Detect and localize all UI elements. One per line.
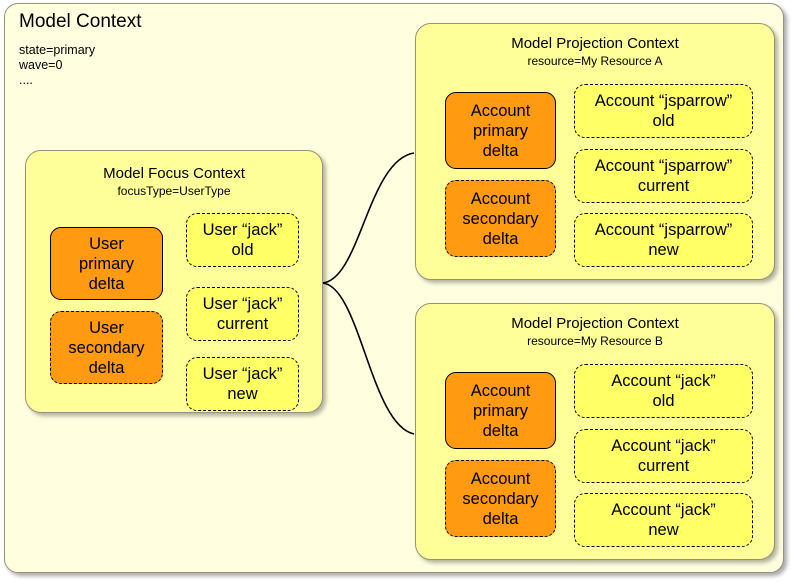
focus-primary-delta-line1: User (89, 234, 124, 253)
projection-b-state-current-line1: Account “jack” (611, 437, 716, 455)
focus-state-old-node[interactable]: User “jack” old (186, 213, 299, 267)
projection-b-state-current-node[interactable]: Account “jack” current (574, 429, 753, 483)
projection-b-state-new-line2: new (648, 521, 679, 539)
focus-secondary-delta-node[interactable]: User secondary delta (50, 311, 163, 384)
projection-a-state-old-line2: old (652, 112, 675, 130)
projection-a-secondary-delta-node[interactable]: Account secondary delta (445, 180, 556, 257)
projection-a-secondary-delta-line2: secondary (462, 209, 539, 228)
projection-a-state-new-line2: new (648, 241, 679, 259)
projection-a-primary-delta-node[interactable]: Account primary delta (445, 92, 556, 169)
projection-a-state-old-line1: Account “jsparrow” (594, 92, 733, 110)
focus-context-title: Model Focus Context (103, 165, 245, 182)
projection-b-state-new-node[interactable]: Account “jack” new (574, 493, 753, 547)
projection-a-primary-delta-line1: Account (470, 101, 531, 120)
model-focus-context-panel: Model Focus Context focusType=UserType U… (25, 150, 323, 413)
projection-a-state-current-line2: current (637, 177, 690, 195)
focus-primary-delta-line2: primary (78, 254, 134, 273)
model-context-title: Model Context (19, 11, 142, 32)
focus-state-old-line2: old (231, 241, 254, 259)
focus-state-current-node[interactable]: User “jack” current (186, 287, 299, 341)
model-context-properties: state=primary wave=0 .... (19, 43, 95, 88)
projection-b-state-old-node[interactable]: Account “jack” old (574, 364, 753, 418)
projection-b-secondary-delta-line2: secondary (462, 489, 539, 508)
projection-a-state-new-node[interactable]: Account “jsparrow” new (574, 213, 753, 267)
projection-b-state-old-line2: old (652, 392, 675, 410)
projection-a-primary-delta-line2: primary (472, 121, 528, 140)
projection-b-secondary-delta-line3: delta (482, 509, 519, 528)
projection-a-title: Model Projection Context (511, 35, 679, 52)
projection-a-state-current-line1: Account “jsparrow” (594, 157, 733, 175)
projection-a-state-old-node[interactable]: Account “jsparrow” old (574, 84, 753, 138)
model-context-property-state: state=primary (19, 43, 96, 57)
projection-b-subtitle: resource=My Resource B (527, 334, 663, 348)
projection-b-state-old-line1: Account “jack” (611, 372, 716, 390)
projection-b-primary-delta-line2: primary (472, 401, 528, 420)
projection-a-state-current-node[interactable]: Account “jsparrow” current (574, 149, 753, 203)
projection-b-primary-delta-node[interactable]: Account primary delta (445, 372, 556, 449)
focus-secondary-delta-line3: delta (88, 358, 125, 377)
focus-context-subtitle: focusType=UserType (117, 184, 231, 198)
focus-state-old-line1: User “jack” (202, 221, 283, 239)
projection-b-state-new-line1: Account “jack” (611, 501, 716, 519)
projection-b-secondary-delta-node[interactable]: Account secondary delta (445, 460, 556, 537)
model-context-property-wave: wave=0 (19, 58, 63, 72)
projection-b-primary-delta-line1: Account (470, 381, 531, 400)
focus-secondary-delta-line2: secondary (68, 338, 145, 357)
focus-state-current-line1: User “jack” (202, 295, 283, 313)
focus-primary-delta-node[interactable]: User primary delta (50, 227, 163, 300)
projection-b-secondary-delta-line1: Account (470, 469, 531, 488)
focus-state-current-line2: current (216, 315, 269, 333)
model-projection-context-a-panel: Model Projection Context resource=My Res… (415, 23, 775, 280)
focus-primary-delta-line3: delta (88, 274, 125, 293)
projection-a-subtitle: resource=My Resource A (527, 54, 663, 68)
model-projection-context-b-panel: Model Projection Context resource=My Res… (415, 303, 775, 560)
focus-state-new-line2: new (227, 385, 258, 403)
projection-a-secondary-delta-line3: delta (482, 229, 519, 248)
focus-state-new-node[interactable]: User “jack” new (186, 357, 299, 411)
projection-a-state-new-line1: Account “jsparrow” (594, 221, 733, 239)
projection-a-secondary-delta-line1: Account (470, 189, 531, 208)
projection-b-primary-delta-line3: delta (482, 421, 519, 440)
focus-state-new-line1: User “jack” (202, 365, 283, 383)
projection-b-title: Model Projection Context (511, 315, 679, 332)
projection-a-primary-delta-line3: delta (482, 141, 519, 160)
model-context-property-ellipsis: .... (19, 73, 33, 87)
focus-secondary-delta-line1: User (89, 318, 124, 337)
projection-b-state-current-line2: current (637, 457, 690, 475)
